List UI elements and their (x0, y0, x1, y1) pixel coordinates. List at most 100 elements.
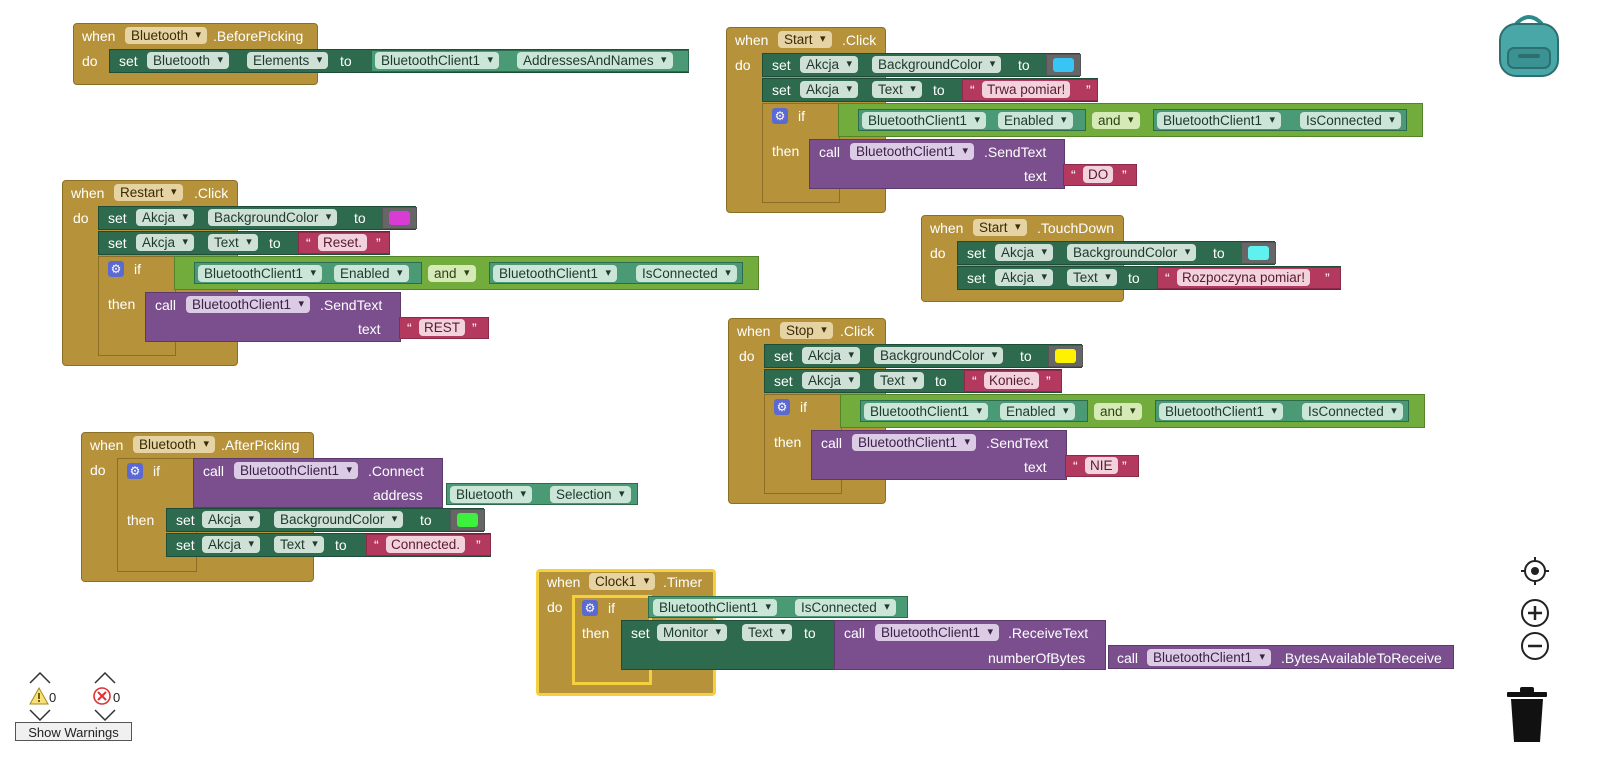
component-dropdown[interactable]: Bluetooth (125, 27, 208, 44)
text-string[interactable]: Koniec. (984, 372, 1040, 389)
color-swatch-light-cyan[interactable] (1248, 246, 1269, 260)
show-warnings-button[interactable]: Show Warnings (15, 722, 132, 741)
backpack-icon[interactable] (1496, 10, 1562, 78)
component-dropdown[interactable]: Stop (780, 322, 833, 339)
gear-icon[interactable]: ⚙ (772, 108, 788, 124)
text-string[interactable]: Trwa pomiar! (982, 81, 1071, 98)
call-component-dropdown[interactable]: BluetoothClient1 (234, 462, 359, 479)
inner-call-component-dropdown[interactable]: BluetoothClient1 (1147, 649, 1272, 666)
if-property-dropdown[interactable]: Enabled (998, 112, 1073, 129)
and-operator-dropdown[interactable]: and (1094, 403, 1142, 420)
call-label: call (844, 625, 866, 641)
color-swatch-yellow[interactable] (1055, 349, 1076, 363)
set-component-dropdown[interactable]: Akcja (800, 56, 859, 73)
recenter-icon[interactable] (1520, 556, 1550, 586)
call-component-dropdown[interactable]: BluetoothClient1 (850, 143, 975, 160)
error-down-arrow-icon[interactable] (94, 708, 116, 722)
color-swatch-magenta[interactable] (389, 211, 410, 225)
set-label: set (176, 537, 195, 553)
if-component-dropdown[interactable]: BluetoothClient1 (864, 403, 989, 420)
set-component-dropdown[interactable]: Akcja (202, 511, 261, 528)
do-label: do (82, 53, 98, 69)
component-dropdown[interactable]: Restart (114, 184, 183, 201)
and-operator-dropdown[interactable]: and (428, 265, 476, 282)
set-component-dropdown[interactable]: Akcja (136, 234, 195, 251)
gear-icon[interactable]: ⚙ (774, 399, 790, 415)
when-label: when (547, 574, 581, 590)
address-arg-label: address (373, 487, 423, 503)
set-component-dropdown[interactable]: Akcja (995, 269, 1054, 286)
gear-icon[interactable]: ⚙ (108, 261, 124, 277)
error-up-arrow-icon[interactable] (94, 671, 116, 684)
text-arg-label: text (1024, 459, 1047, 475)
warning-up-arrow-icon[interactable] (29, 671, 51, 684)
if-component2-dropdown[interactable]: BluetoothClient1 (1157, 112, 1282, 129)
gear-icon[interactable]: ⚙ (582, 600, 598, 616)
zoom-out-icon[interactable] (1520, 631, 1550, 661)
if-property-dropdown[interactable]: Enabled (334, 265, 409, 282)
gear-icon[interactable]: ⚙ (127, 463, 143, 479)
set-component-dropdown[interactable]: Akcja (800, 81, 859, 98)
if-component2-dropdown[interactable]: BluetoothClient1 (493, 265, 618, 282)
set-property-dropdown[interactable]: Text (872, 81, 922, 98)
if-property-dropdown[interactable]: Enabled (1000, 403, 1075, 420)
set-property-dropdown[interactable]: Text (1067, 269, 1117, 286)
set-property-dropdown[interactable]: BackgroundColor (872, 56, 1002, 73)
set-property-dropdown[interactable]: BackgroundColor (1067, 244, 1197, 261)
set-component-dropdown[interactable]: Akcja (995, 244, 1054, 261)
color-swatch-cyan[interactable] (1053, 58, 1074, 72)
zoom-in-icon[interactable] (1520, 598, 1550, 628)
component-dropdown[interactable]: Clock1 (589, 573, 656, 590)
if-property2-dropdown[interactable]: IsConnected (1302, 403, 1403, 420)
color-swatch-green[interactable] (457, 513, 478, 527)
set-property-dropdown[interactable]: BackgroundColor (208, 209, 338, 226)
set-property-dropdown[interactable]: BackgroundColor (874, 347, 1004, 364)
to-label: to (354, 210, 366, 226)
to-label: to (269, 235, 281, 251)
set-component-dropdown[interactable]: Akcja (802, 347, 861, 364)
set-component-dropdown[interactable]: Akcja (202, 536, 261, 553)
if-component-dropdown[interactable]: BluetoothClient1 (862, 112, 987, 129)
set-property-dropdown[interactable]: Text (274, 536, 324, 553)
call-component-dropdown[interactable]: BluetoothClient1 (875, 624, 1000, 641)
component-dropdown[interactable]: Start (973, 219, 1027, 236)
call-component-dropdown[interactable]: BluetoothClient1 (852, 434, 977, 451)
set-property-dropdown[interactable]: Elements (247, 52, 329, 69)
set-component-dropdown[interactable]: Monitor (657, 624, 728, 641)
text-string[interactable]: NIE (1085, 457, 1118, 474)
text-string[interactable]: Rozpoczyna pomiar! (1177, 269, 1311, 286)
text-string[interactable]: DO (1083, 166, 1114, 183)
if-component-dropdown[interactable]: BluetoothClient1 (653, 599, 778, 616)
getter-property-dropdown[interactable]: Selection (550, 486, 631, 503)
trash-icon[interactable] (1505, 686, 1549, 744)
warning-icon (29, 686, 49, 705)
getter-property-dropdown[interactable]: AddressesAndNames (517, 52, 673, 69)
if-component2-dropdown[interactable]: BluetoothClient1 (1159, 403, 1284, 420)
warning-down-arrow-icon[interactable] (29, 708, 51, 722)
to-label: to (340, 53, 352, 69)
getter-component-dropdown[interactable]: Bluetooth (450, 486, 533, 503)
if-component-dropdown[interactable]: BluetoothClient1 (198, 265, 323, 282)
text-string[interactable]: Reset. (318, 234, 368, 251)
if-property-dropdown[interactable]: IsConnected (795, 599, 896, 616)
text-string[interactable]: Connected. (386, 536, 466, 553)
set-property-dropdown[interactable]: BackgroundColor (274, 511, 404, 528)
getter-component-dropdown[interactable]: BluetoothClient1 (375, 52, 500, 69)
set-component-dropdown[interactable]: Akcja (136, 209, 195, 226)
set-property-dropdown[interactable]: Text (874, 372, 924, 389)
if-property2-dropdown[interactable]: IsConnected (1300, 112, 1401, 129)
set-property-dropdown[interactable]: Text (208, 234, 258, 251)
and-operator-dropdown[interactable]: and (1092, 112, 1140, 129)
component-dropdown[interactable]: Start (778, 31, 832, 48)
text-string[interactable]: REST (419, 319, 466, 336)
set-component-dropdown[interactable]: Akcja (802, 372, 861, 389)
set-label: set (967, 270, 986, 286)
call-component-dropdown[interactable]: BluetoothClient1 (186, 296, 311, 313)
if-property2-dropdown[interactable]: IsConnected (636, 265, 737, 282)
set-component-dropdown[interactable]: Bluetooth (147, 52, 230, 69)
set-property-dropdown[interactable]: Text (742, 624, 792, 641)
event-name: .Timer (663, 574, 703, 590)
event-name: .BeforePicking (213, 28, 304, 44)
event-name: .Click (194, 185, 229, 201)
component-dropdown[interactable]: Bluetooth (133, 436, 216, 453)
